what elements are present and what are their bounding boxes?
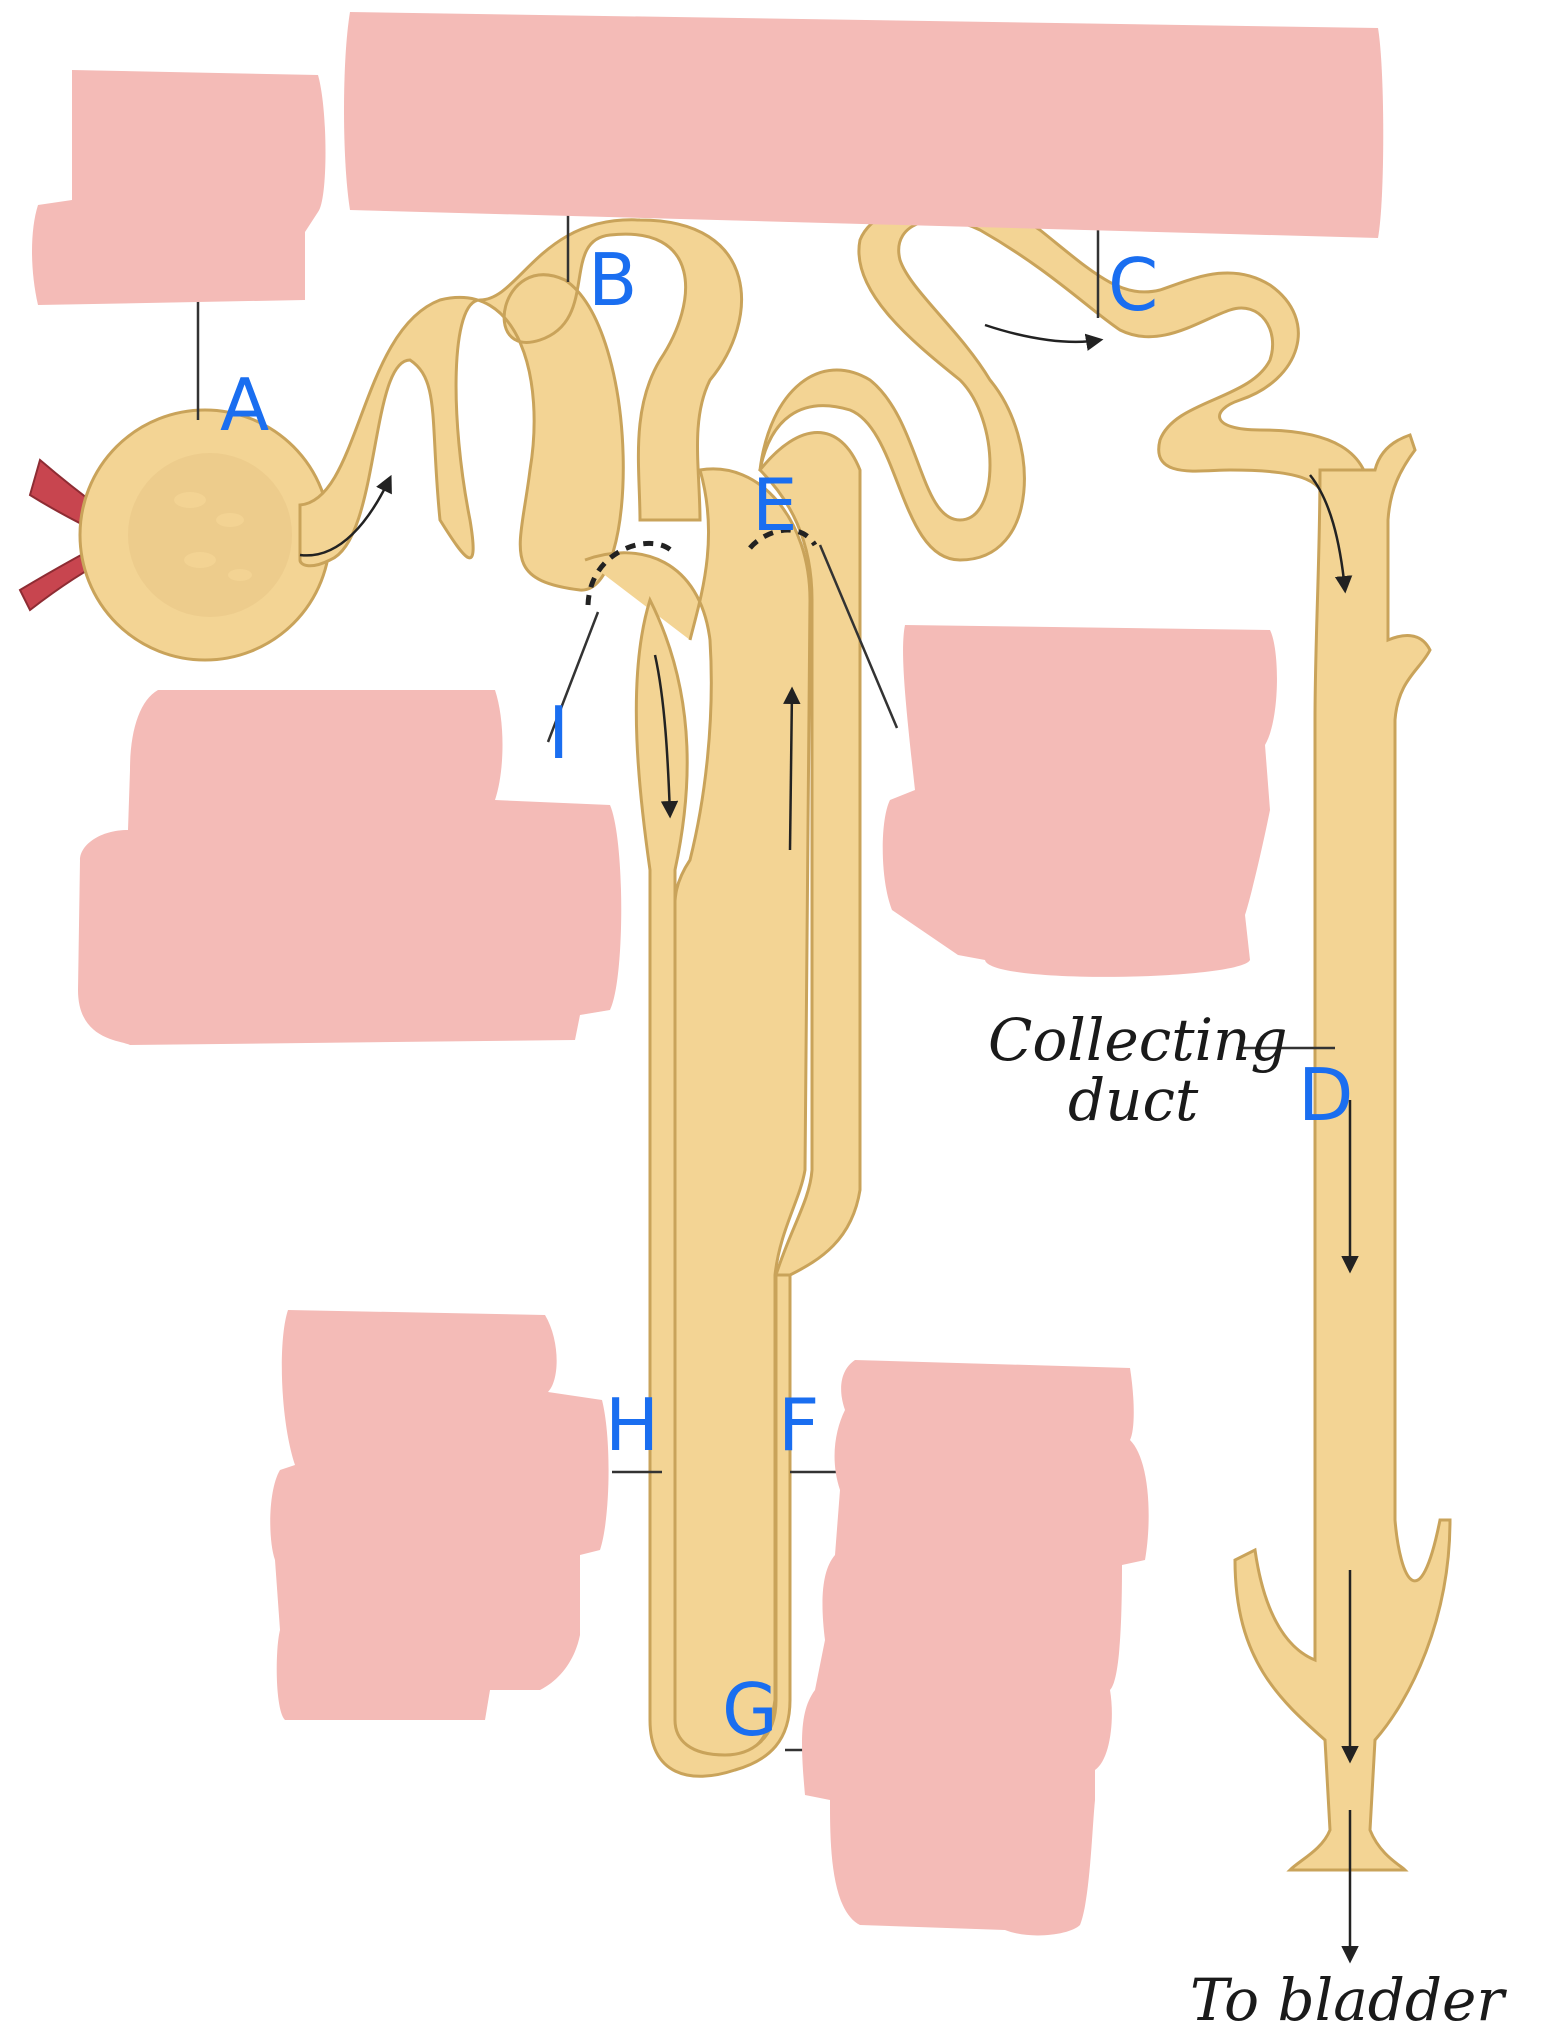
- ascending-limb: [757, 431, 862, 1277]
- collecting-duct-caption-line1: Collecting: [988, 1006, 1288, 1074]
- proximal-convoluted-tubule: [298, 218, 744, 592]
- label-d: D: [1298, 1053, 1353, 1137]
- leader-e: [818, 544, 899, 729]
- mask-box-top-left: [32, 70, 326, 305]
- mask-box-lower-right: [802, 1360, 1149, 1936]
- mask-box-lower-left: [270, 1310, 609, 1720]
- label-i: I: [548, 691, 569, 775]
- label-e: E: [752, 463, 798, 547]
- flow-arrow-dct: [984, 323, 1104, 351]
- bowmans-capsule: [78, 408, 332, 662]
- loop-of-henle: [634, 595, 792, 1778]
- label-b: B: [588, 238, 637, 322]
- flow-arrow-collecting-top: [1309, 474, 1353, 594]
- to-bladder-caption: To bladder: [1190, 1966, 1507, 2034]
- mask-boxes: [32, 12, 1384, 1936]
- label-f: F: [778, 1383, 819, 1467]
- label-h: H: [605, 1383, 659, 1467]
- collecting-duct: [1233, 433, 1452, 1872]
- label-a: A: [220, 363, 269, 447]
- flow-arrow-ascending: [783, 686, 801, 851]
- label-g: G: [722, 1668, 778, 1752]
- mask-box-right-middle: [882, 625, 1277, 977]
- mask-box-top-banner: [344, 12, 1384, 238]
- label-c: C: [1108, 243, 1158, 327]
- leader-i: [546, 611, 600, 743]
- flow-arrow-descending: [653, 654, 679, 819]
- flow-arrow-pct: [299, 474, 392, 557]
- boundary-dashed-2: [748, 527, 818, 550]
- mask-box-left-middle: [78, 690, 622, 1045]
- boundary-dashed-1: [585, 540, 678, 606]
- collecting-duct-caption-line2: duct: [1068, 1066, 1199, 1134]
